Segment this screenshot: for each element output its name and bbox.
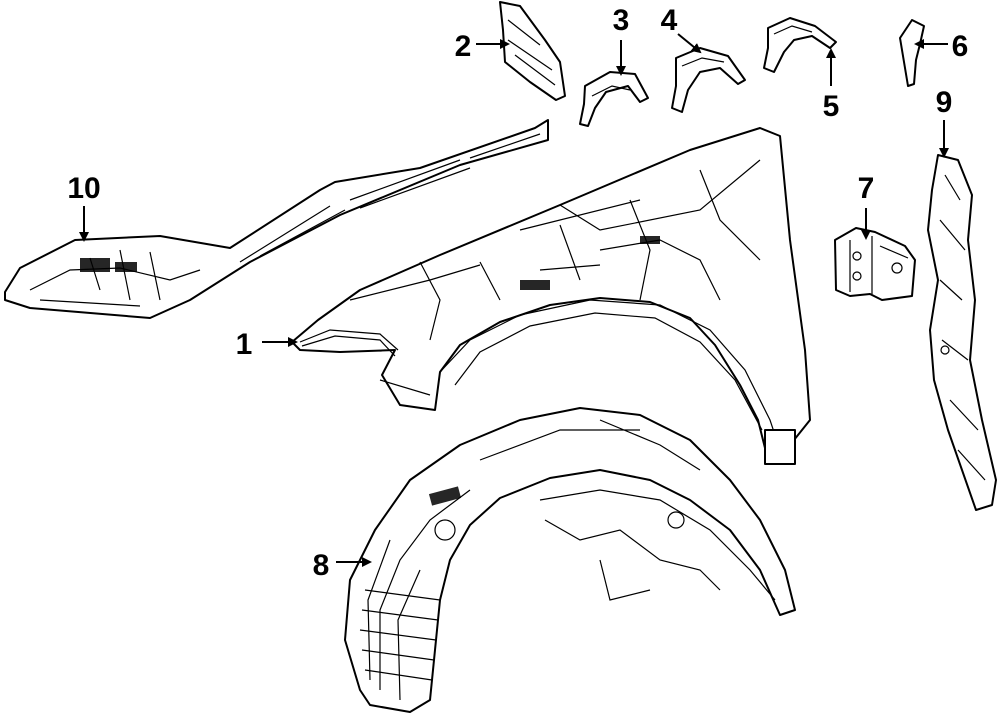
part-7-hinge <box>834 227 916 301</box>
part-8-liner <box>344 407 796 713</box>
part-10-cowl-panel <box>4 119 549 319</box>
callout-1: 1 <box>236 328 253 361</box>
callout-2: 2 <box>455 30 472 63</box>
part-4-bracket <box>671 47 746 113</box>
part-6-clip <box>899 19 925 87</box>
callout-8: 8 <box>313 549 330 582</box>
leader-4 <box>677 33 702 54</box>
part-2-shield <box>499 1 566 101</box>
part-9-seal <box>927 154 997 511</box>
callout-7: 7 <box>858 172 875 205</box>
part-3-bracket <box>579 71 649 127</box>
callout-4: 4 <box>661 4 678 37</box>
callout-10: 10 <box>67 172 100 205</box>
callout-5: 5 <box>823 90 840 123</box>
callout-labels: 1 2 3 4 5 6 7 8 9 10 <box>67 4 968 582</box>
part-1-fender <box>291 127 811 465</box>
part-5-bracket <box>763 17 837 73</box>
callout-3: 3 <box>613 4 630 37</box>
callout-9: 9 <box>936 86 953 119</box>
leader-lines <box>79 33 949 567</box>
callout-6: 6 <box>952 30 969 63</box>
